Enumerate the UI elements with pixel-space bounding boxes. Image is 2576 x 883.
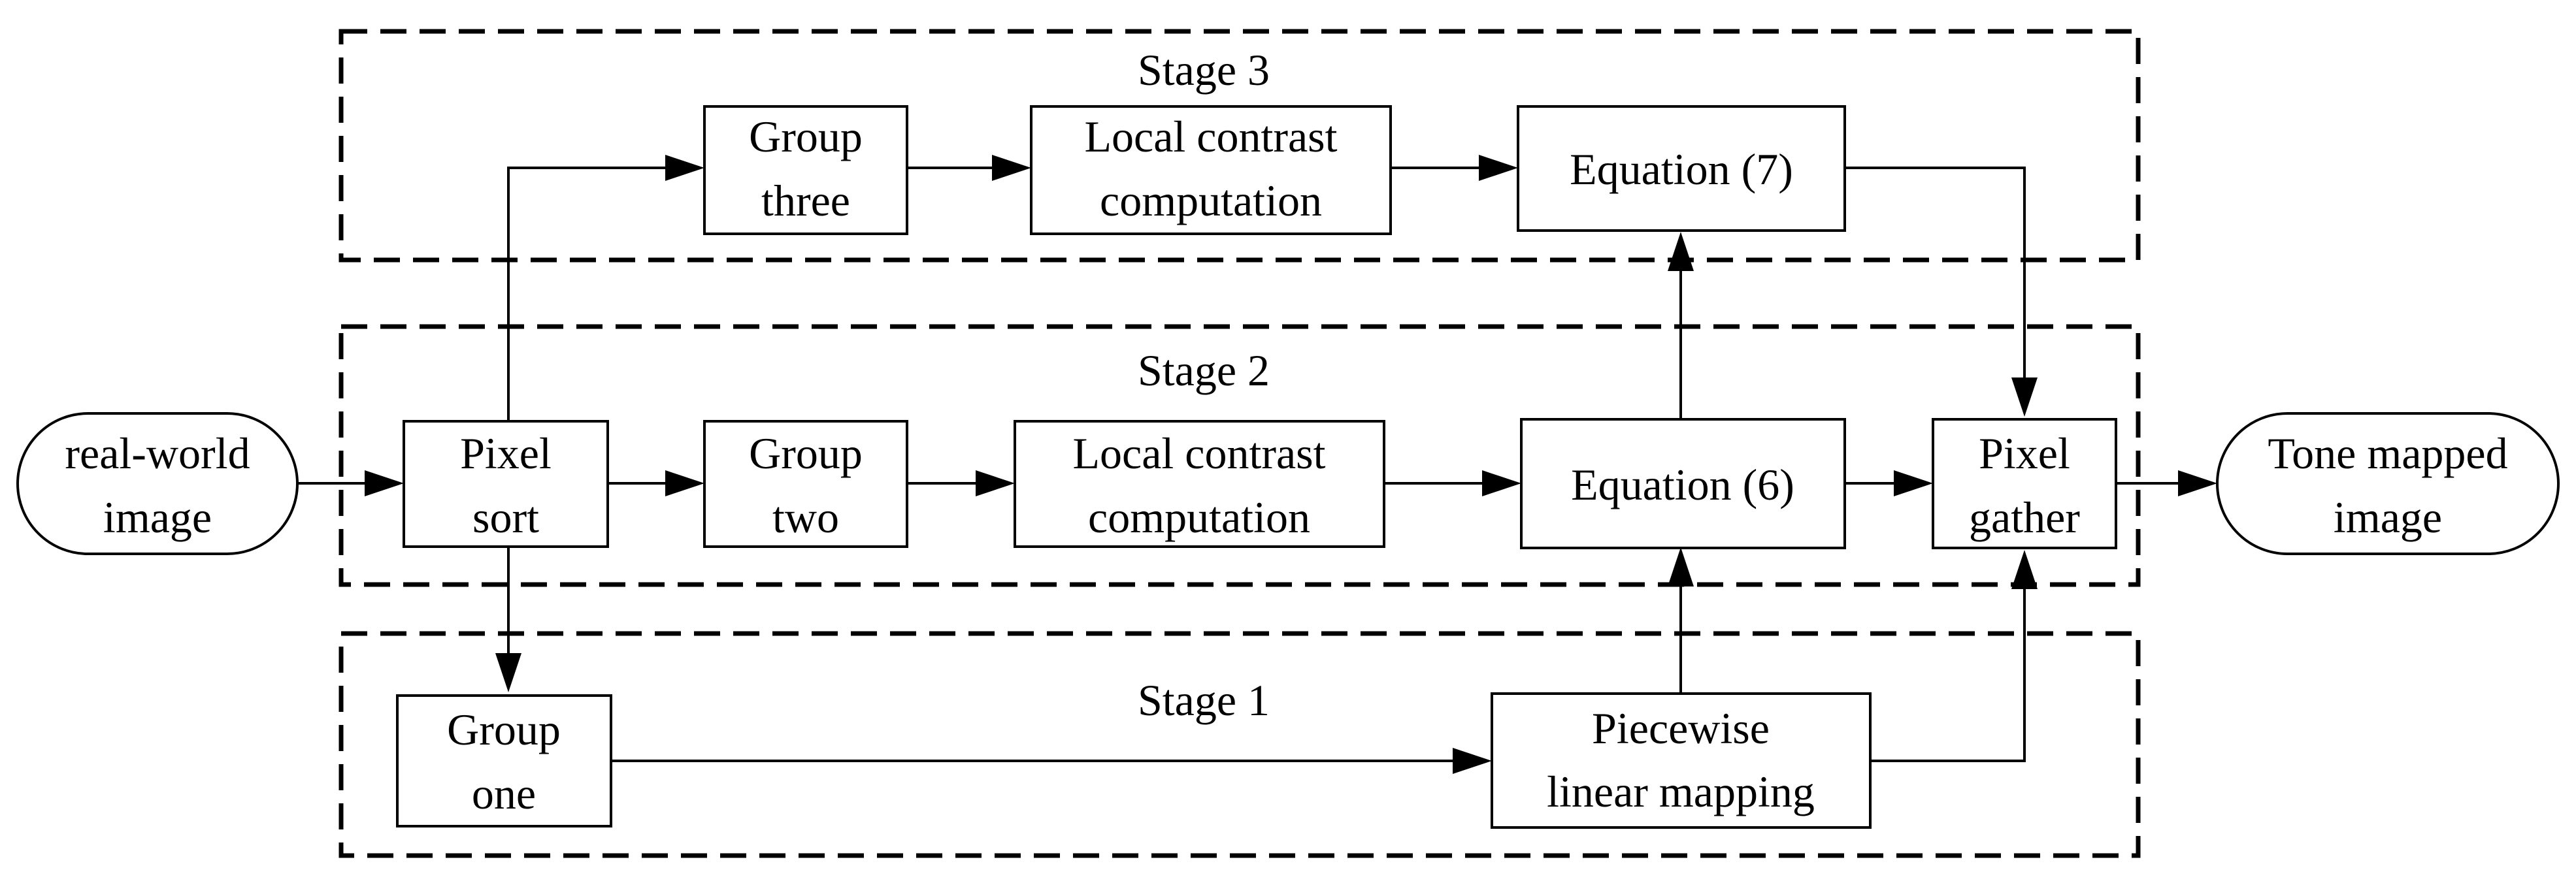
pixel-gather-node: Pixel gather [1932,418,2117,549]
lcc-two-box [1014,420,1385,548]
group-one-line-1: Group [447,705,561,754]
lcc-three-line-2: computation [1100,176,1322,225]
arrowhead [665,470,704,496]
equation7-node: Equation (7) [1517,105,1846,232]
arrowhead [2178,470,2217,496]
group-one-box [396,694,612,827]
arrowhead [1668,232,1694,271]
output-terminal-line-2: image [2334,492,2442,542]
stage-2-box [339,324,2141,587]
group-three-line-2: three [761,176,850,225]
output-terminal-line-1: Tone mapped [2268,428,2507,478]
equation7-label: Equation (7) [1570,144,1793,194]
equation6-node: Equation (6) [1520,418,1846,549]
output-terminal-shape [2216,412,2560,555]
pixel-gather-line-2: gather [1969,492,2080,542]
stage-2-label: Stage 2 [1138,345,1270,395]
arrowhead [1894,470,1933,496]
arrowhead [1482,470,1521,496]
arrowhead [1668,547,1694,586]
arrowhead [2011,377,2038,417]
lcc-three-node: Local contrast computation [1030,105,1392,235]
output-terminal: Tone mapped image [2216,412,2560,555]
lcc-two-node: Local contrast computation [1014,420,1385,548]
equation7-box [1517,105,1846,232]
pixel-gather-line-1: Pixel [1979,428,2070,478]
edge-equation7-to-gather [1844,167,2026,379]
group-two-node: Group two [703,420,908,548]
edges [297,155,2217,774]
stage-3-box [339,29,2141,263]
lcc-two-line-2: computation [1088,492,1310,542]
stage-1-box [339,631,2141,858]
input-terminal-line-1: real-world [65,428,250,478]
stage-3-label: Stage 3 [1138,45,1270,95]
group-one-line-2: one [472,769,536,818]
group-two-box [703,420,908,548]
stage-1-label: Stage 1 [1138,675,1270,725]
arrowhead [1453,748,1492,774]
pixel-sort-node: Pixel sort [403,420,609,548]
pixel-sort-line-1: Pixel [460,428,552,478]
lcc-three-line-1: Local contrast [1084,112,1337,161]
arrowhead [992,155,1031,181]
arrowhead [665,155,704,181]
equation6-box [1520,418,1846,549]
piecewise-line-1: Piecewise [1592,703,1770,753]
arrowhead [1479,155,1518,181]
edge-piecewise-to-gather [1870,588,2026,762]
pixel-gather-box [1932,418,2117,549]
group-one-node: Group one [396,694,612,827]
group-three-box [703,105,908,235]
piecewise-node: Piecewise linear mapping [1491,692,1872,829]
group-three-line-1: Group [749,112,863,161]
group-two-line-2: two [772,492,839,542]
lcc-three-box [1030,105,1392,235]
group-three-node: Group three [703,105,908,235]
piecewise-box [1491,692,1872,829]
group-two-line-1: Group [749,428,863,478]
arrowhead [365,470,404,496]
pixel-sort-box [403,420,609,548]
input-terminal-shape [16,412,299,555]
lcc-two-line-1: Local contrast [1072,428,1325,478]
arrowhead [495,653,521,692]
arrowhead [976,470,1015,496]
edge-sort-to-group-three [507,167,667,423]
input-terminal: real-world image [16,412,299,555]
pixel-sort-line-2: sort [472,492,539,542]
equation6-label: Equation (6) [1571,460,1794,509]
input-terminal-line-2: image [103,492,212,542]
piecewise-line-2: linear mapping [1547,767,1815,816]
arrowhead [2011,550,2038,589]
